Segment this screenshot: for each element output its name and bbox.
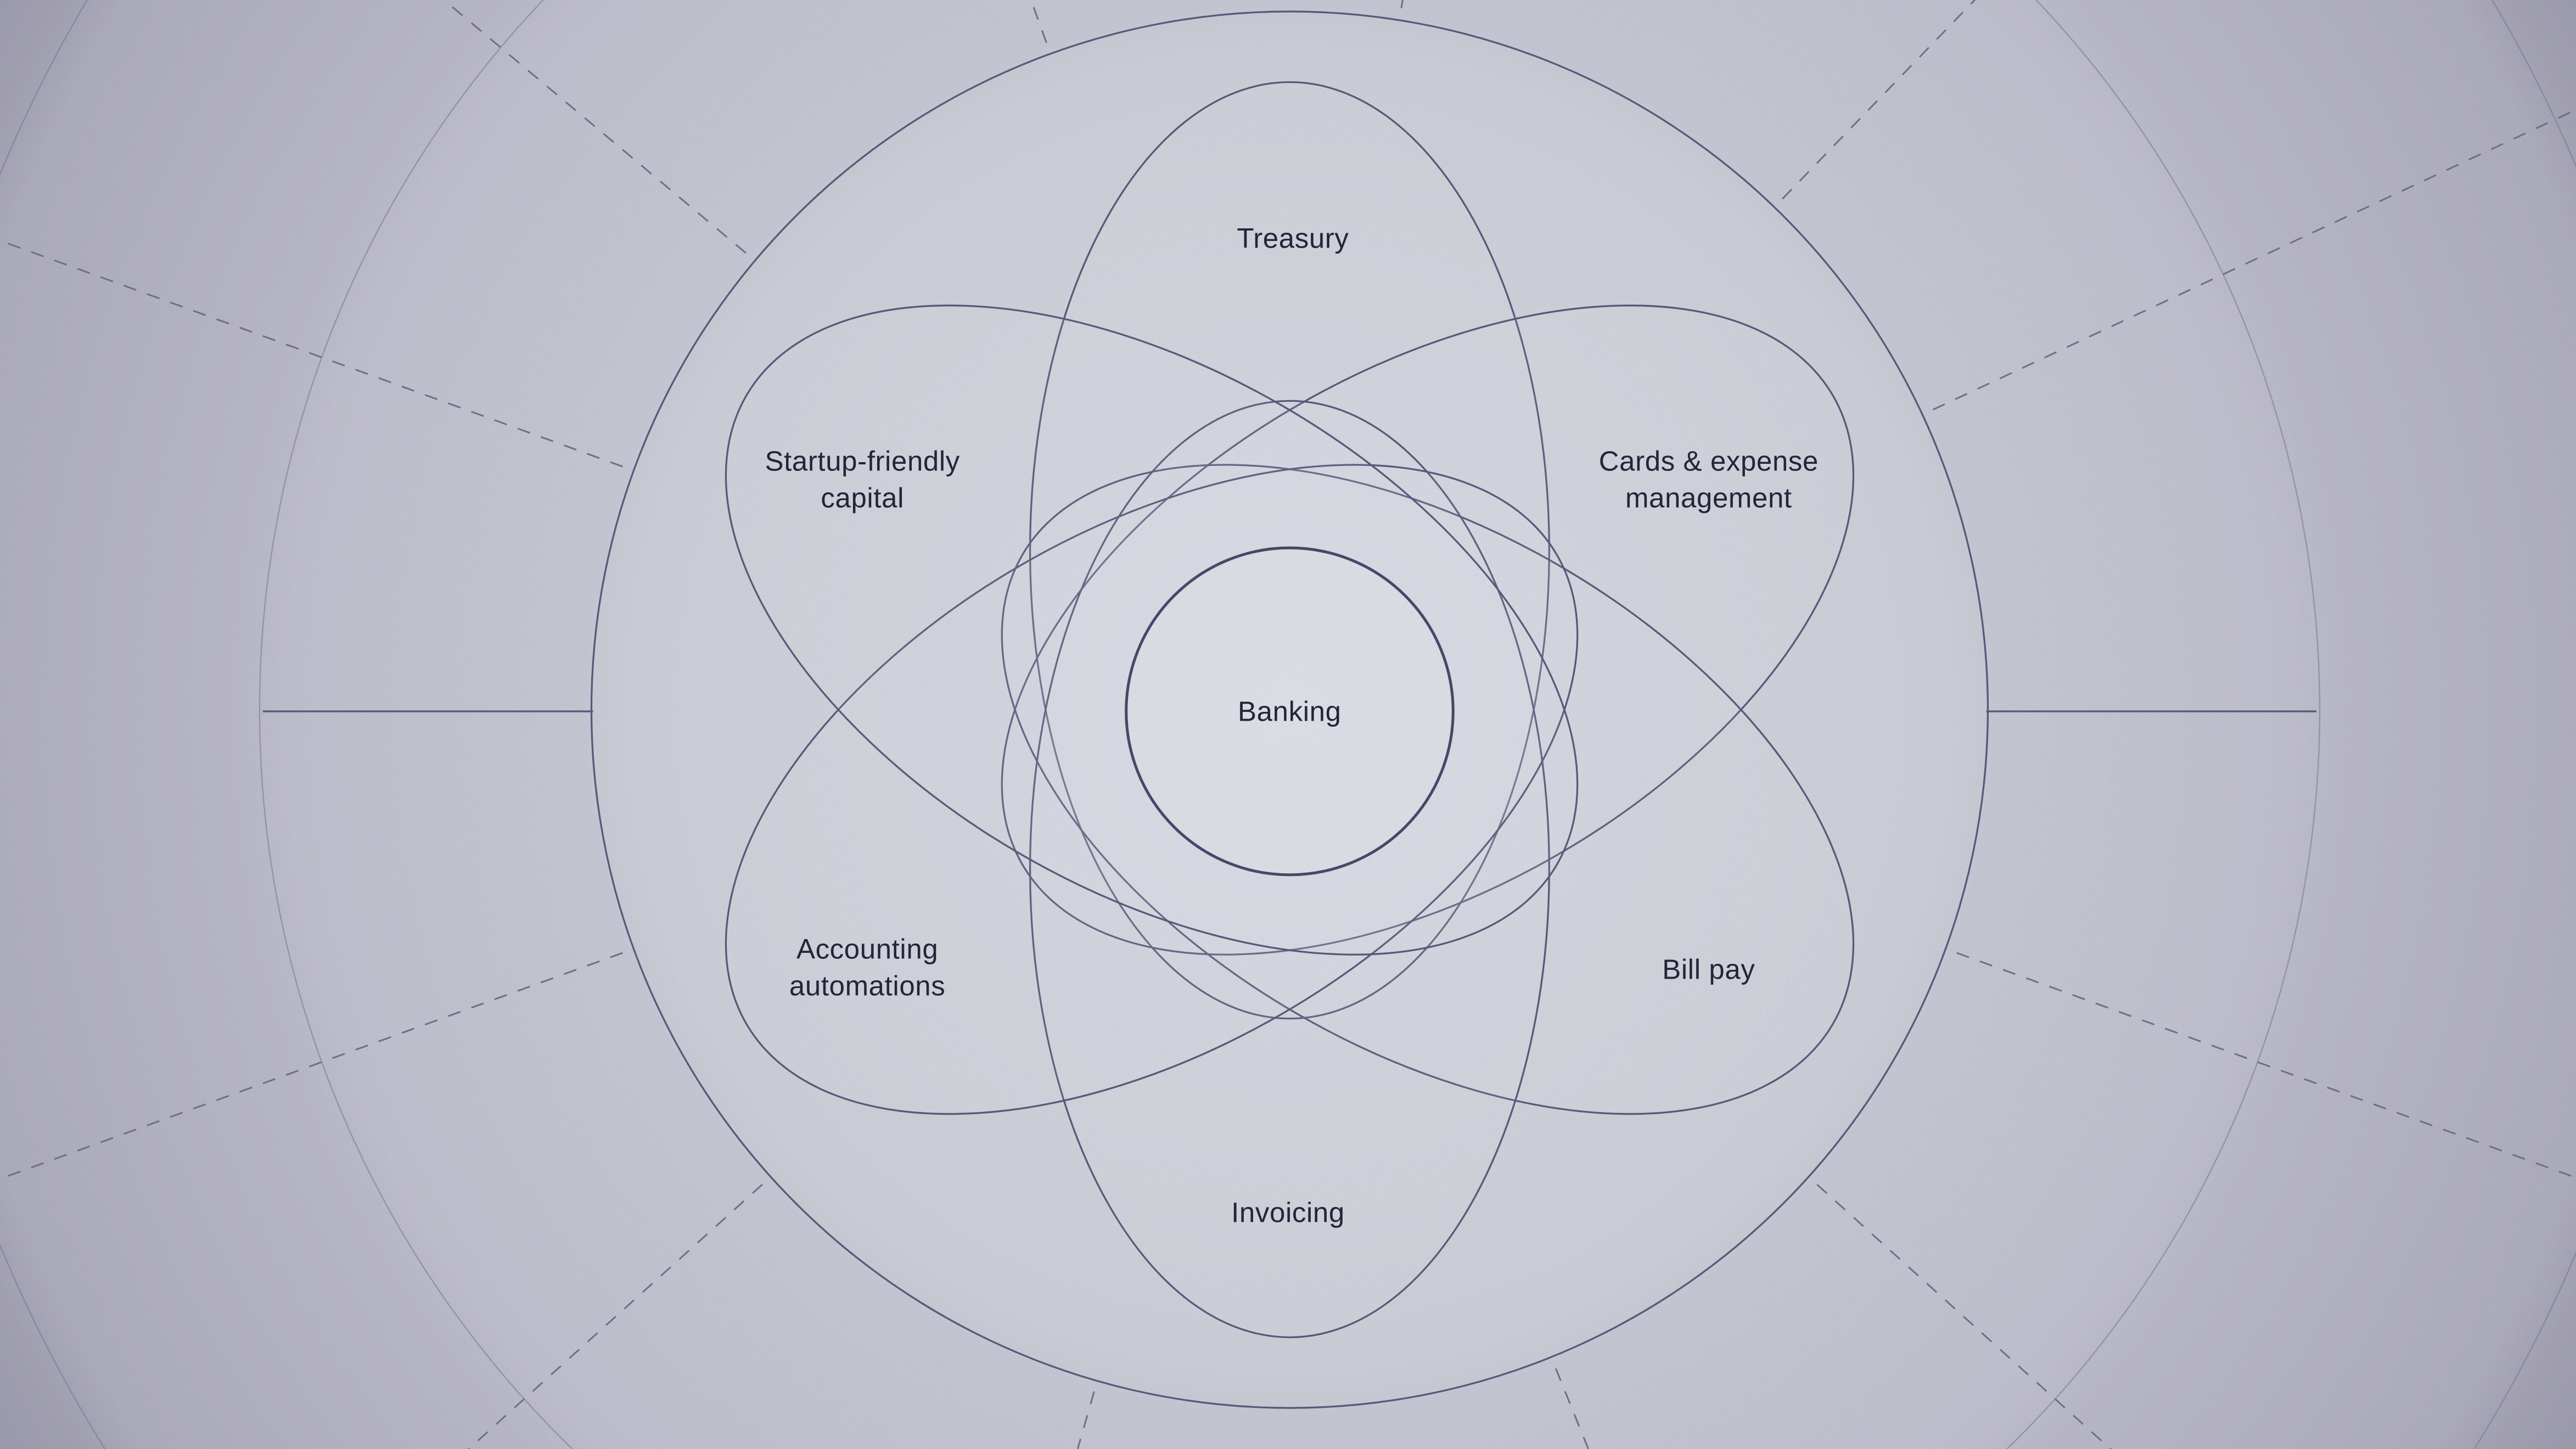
center-label-banking: Banking bbox=[1238, 693, 1342, 729]
petal-label-cards-expense: Cards & expense management bbox=[1599, 443, 1819, 517]
petal-label-cards-expense-line1: Cards & expense bbox=[1598, 445, 1819, 477]
petal-label-startup-capital: Startup-friendly capital bbox=[765, 443, 959, 517]
petal-label-bill-pay-line1: Bill pay bbox=[1662, 953, 1755, 985]
petal-label-startup-capital-line1: Startup-friendly bbox=[765, 445, 960, 477]
petal-label-invoicing-line1: Invoicing bbox=[1231, 1197, 1345, 1228]
petal-label-startup-capital-line2: capital bbox=[821, 482, 905, 514]
petal-label-accounting-line1: Accounting bbox=[796, 933, 939, 965]
petal-label-accounting-line2: automations bbox=[789, 970, 946, 1002]
petal-label-treasury-line1: Treasury bbox=[1237, 222, 1349, 254]
petal-label-invoicing: Invoicing bbox=[1231, 1194, 1345, 1231]
petal-label-bill-pay: Bill pay bbox=[1662, 951, 1755, 987]
petal-label-treasury: Treasury bbox=[1237, 220, 1349, 256]
center-label-banking-line1: Banking bbox=[1238, 695, 1342, 727]
petal-label-accounting: Accounting automations bbox=[789, 931, 945, 1005]
petal-label-cards-expense-line2: management bbox=[1625, 482, 1792, 514]
